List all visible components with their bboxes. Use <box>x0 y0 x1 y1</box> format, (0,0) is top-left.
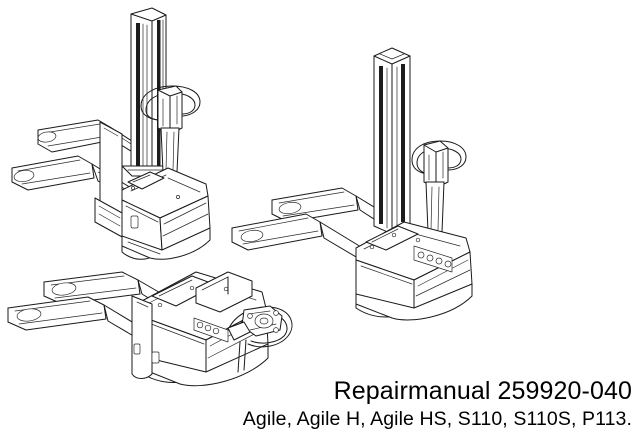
body-left <box>121 167 211 260</box>
page-subtitle: Agile, Agile H, Agile HS, S110, S110S, P… <box>242 407 632 430</box>
body-right <box>355 221 473 321</box>
tiller-head-right <box>411 140 467 233</box>
title-block: Repairmanual 259920-040 Agile, Agile H, … <box>243 378 632 429</box>
body-bottom <box>131 271 269 387</box>
tiller-head-bottom <box>227 305 293 373</box>
machine-right <box>231 47 473 321</box>
page-title: Repairmanual 259920-040 <box>333 377 632 406</box>
tiller-head-left <box>140 85 201 187</box>
mast-right <box>373 47 411 235</box>
machine-top-left <box>11 7 211 260</box>
machine-bottom-left <box>7 271 293 387</box>
